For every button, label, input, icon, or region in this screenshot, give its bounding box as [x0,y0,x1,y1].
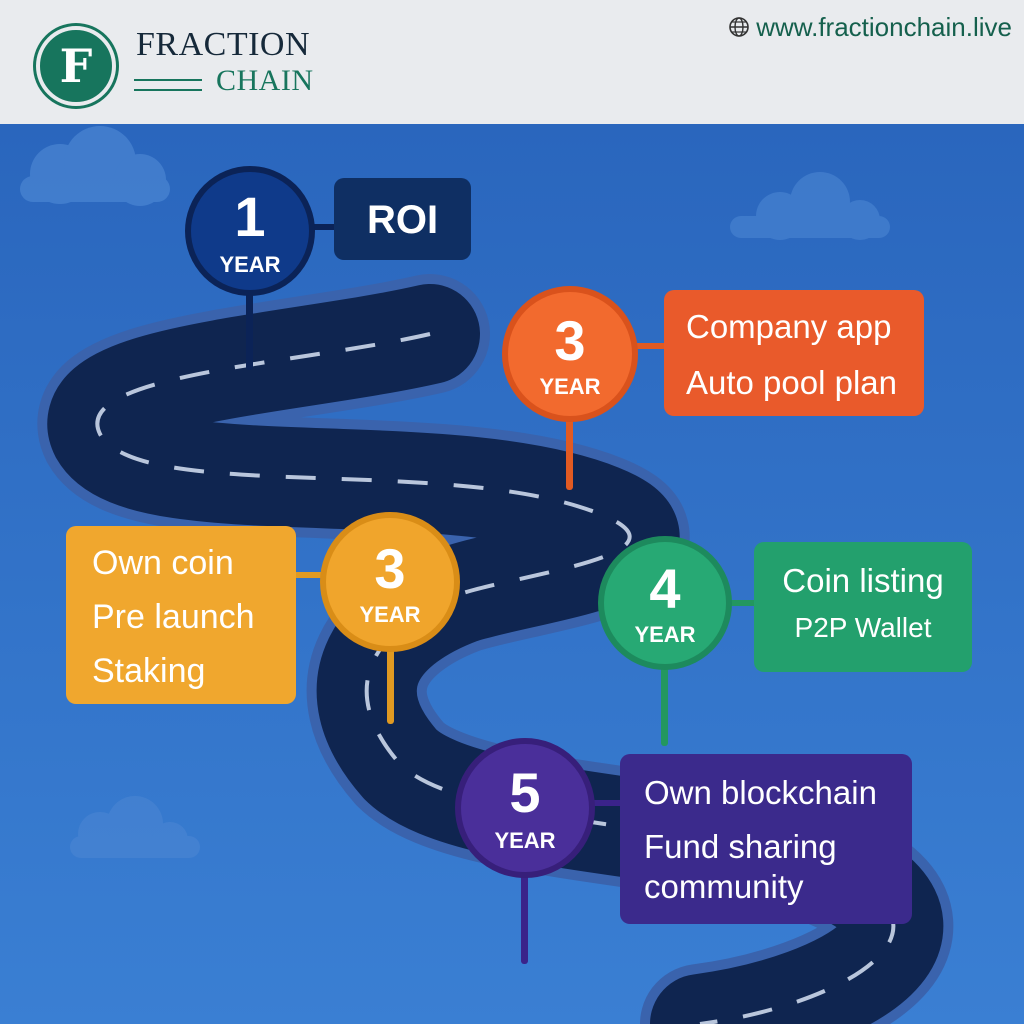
milestone-card[interactable]: ROI [334,178,471,260]
brand-logo[interactable]: F [36,26,116,106]
milestone-item: Fund sharing [644,828,837,865]
milestone-badge[interactable]: 5 YEAR [455,738,595,878]
milestone-card[interactable]: Company app Auto pool plan [664,290,924,416]
milestone-number: 3 [374,537,406,600]
milestone-item: community [644,868,804,905]
milestone-connector [290,572,324,578]
milestone-badge[interactable]: 3 YEAR [320,512,460,652]
milestone-number: 1 [234,185,266,248]
milestone-item: Pre launch [92,598,255,636]
globe-icon [729,17,750,37]
milestone-connector [590,800,626,806]
brand-name-bottom: CHAIN [216,64,314,97]
cloud-icon [20,126,170,206]
milestone-unit: YEAR [494,828,556,853]
milestone-unit: YEAR [634,622,696,647]
milestone-badge[interactable]: 3 YEAR [502,286,638,422]
milestone-pin-stem [387,646,394,724]
milestone-item: Staking [92,652,206,690]
milestone-badge[interactable]: 4 YEAR [598,536,732,670]
logo-letter: F [59,39,93,93]
milestone-pin-stem [566,416,573,490]
milestone-card[interactable]: Coin listing P2P Wallet [754,542,972,672]
milestone-item: Own coin [92,544,234,582]
milestone-number: 4 [649,557,681,620]
milestone-item: Auto pool plan [686,364,898,401]
milestone-unit: YEAR [359,602,421,627]
milestone-item: Company app [686,308,892,345]
milestone-pin-stem [246,292,253,370]
brand-name-top: FRACTION [136,26,311,63]
milestone-item: ROI [366,198,439,242]
milestone-number: 5 [509,761,541,824]
milestone-item: Coin listing [782,562,944,599]
brand-divider [134,79,202,91]
milestone-connector [728,600,758,606]
milestone-connector [310,224,340,230]
header-bar: F FRACTION CHAIN www.fractionchain.live [0,0,1024,124]
milestone-pin-stem [521,872,528,964]
website-link[interactable]: www.fractionchain.live [728,10,1012,44]
milestone-item: P2P Wallet [794,612,932,643]
milestone-number: 3 [554,309,586,372]
milestone-pin-stem [661,664,668,746]
milestone-badge[interactable]: 1 YEAR [185,166,315,296]
milestone-item: Own blockchain [644,774,877,811]
milestone-card[interactable]: Own coin Pre launch Staking [66,526,296,704]
website-url: www.fractionchain.live [756,11,1012,42]
milestone-connector [634,343,668,349]
milestone-unit: YEAR [219,252,281,277]
roadmap-scene: 1 YEAR ROI 3 YEAR Company app Auto pool … [0,124,1024,1024]
milestone-card[interactable]: Own blockchain Fund sharing community [620,754,912,924]
milestone-unit: YEAR [539,374,601,399]
